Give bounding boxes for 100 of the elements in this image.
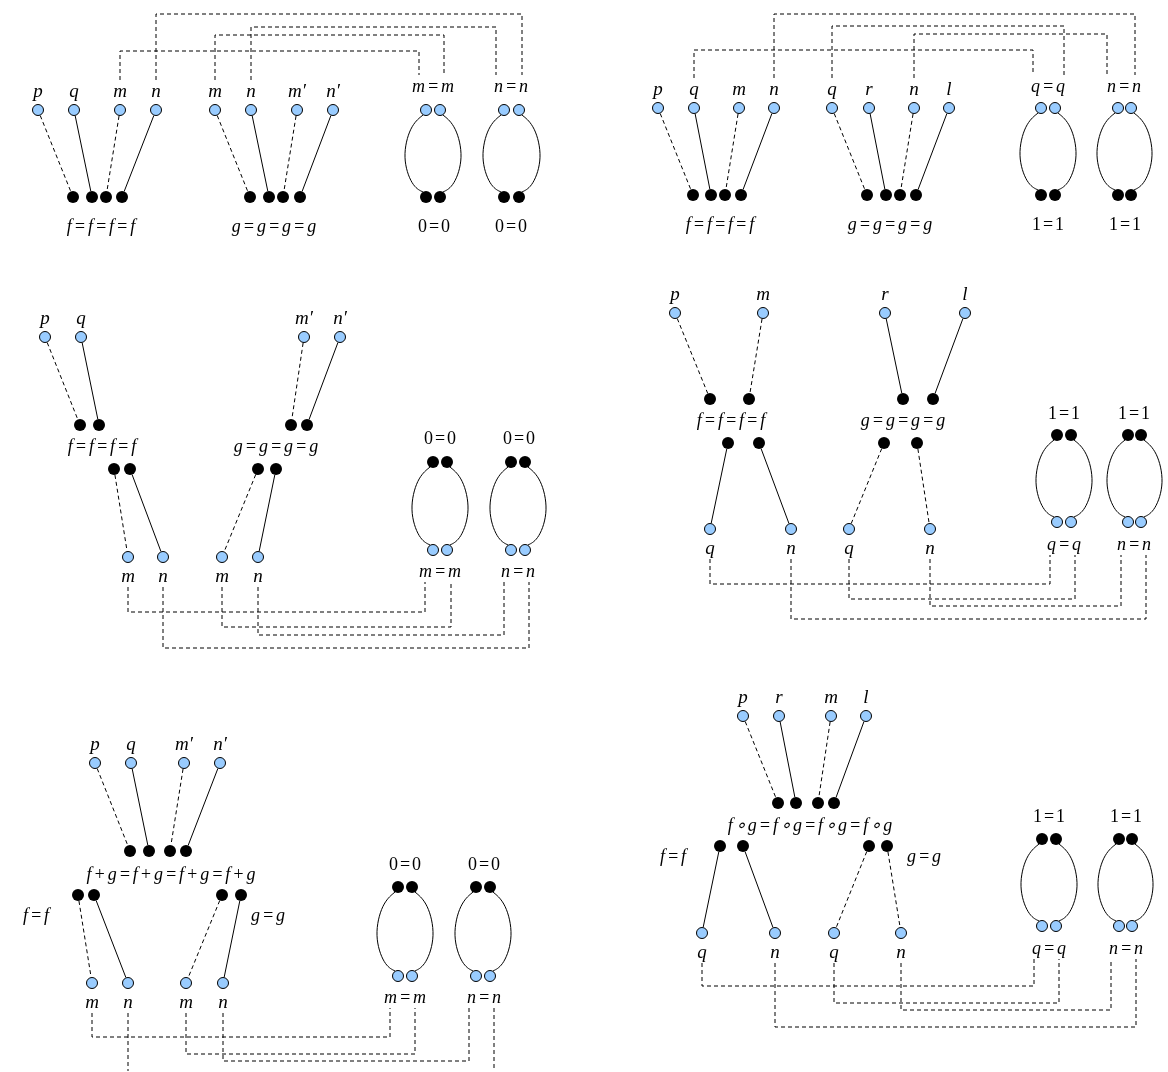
loop-line — [1020, 843, 1040, 922]
connector-line — [127, 581, 426, 613]
loop-line — [527, 466, 547, 546]
equation-label: n=n — [491, 75, 531, 97]
connector-line — [46, 342, 79, 420]
loop-line — [442, 114, 462, 193]
connector-line — [74, 115, 92, 192]
junction-dot — [74, 419, 86, 431]
junction-dot — [910, 189, 922, 201]
variable-label: q — [828, 941, 840, 963]
junction-dot — [1051, 429, 1063, 441]
port-circle — [1036, 920, 1048, 932]
loop-line — [1035, 439, 1055, 518]
connector-line — [308, 342, 339, 420]
junction-dot — [704, 393, 716, 405]
variable-label: r — [864, 78, 874, 100]
variable-label: n — [245, 80, 257, 102]
variable-label: p — [668, 283, 681, 305]
junction-dot — [252, 463, 264, 475]
port-circle — [1126, 920, 1138, 932]
junction-dot — [93, 419, 105, 431]
junction-dot — [124, 845, 136, 857]
junction-dot — [714, 840, 726, 852]
connector-line — [222, 1007, 470, 1062]
variable-label: m — [178, 991, 194, 1013]
connector-line — [283, 115, 297, 192]
junction-dot — [863, 840, 875, 852]
connector-line — [831, 25, 1065, 79]
variable-label: m — [731, 78, 747, 100]
loop-line — [482, 114, 502, 193]
connector-line — [258, 474, 276, 552]
variable-label: q — [704, 537, 716, 559]
variable-label: m′ — [174, 733, 194, 755]
junction-dot — [406, 881, 418, 893]
junction-dot — [277, 191, 289, 203]
variable-label: m — [755, 283, 771, 305]
variable-label: p — [38, 307, 51, 329]
variable-label: r — [774, 686, 784, 708]
equation-label: g=g=g=g — [230, 215, 319, 237]
variable-label: n — [768, 78, 780, 100]
variable-label: m — [214, 565, 230, 587]
variable-label: l — [862, 686, 870, 708]
variable-label: q — [125, 733, 137, 755]
variable-label: q — [843, 537, 855, 559]
connector-line — [185, 1007, 416, 1055]
connector-line — [81, 342, 99, 420]
variable-label: q — [826, 78, 838, 100]
port-circle — [1050, 920, 1062, 932]
variable-label: n — [217, 991, 229, 1013]
junction-dot — [861, 189, 873, 201]
port-circle — [1035, 102, 1047, 114]
junction-dot — [1125, 189, 1137, 201]
connector-line — [913, 33, 1108, 79]
variable-label: n — [122, 991, 134, 1013]
variable-label: n — [769, 941, 781, 963]
equation-label: q=q — [1044, 533, 1084, 555]
junction-dot — [88, 889, 100, 901]
equation-label: 1=1 — [1031, 805, 1068, 827]
loop-line — [1143, 439, 1163, 518]
connector-line — [162, 581, 530, 649]
equation-label: 0=0 — [422, 427, 459, 449]
variable-label: m — [84, 991, 100, 1013]
junction-dot — [470, 881, 482, 893]
connector-line — [744, 721, 777, 798]
junction-dot — [244, 191, 256, 203]
variable-label: r — [880, 283, 890, 305]
port-circle — [1113, 920, 1125, 932]
port-circle — [1125, 102, 1137, 114]
junction-dot — [743, 393, 755, 405]
port-circle — [1122, 516, 1134, 528]
equation-label: f=f — [21, 904, 52, 926]
connector-line — [833, 113, 866, 190]
variable-label: m — [120, 565, 136, 587]
junction-dot — [108, 463, 120, 475]
connector-line — [223, 900, 241, 978]
loop-line — [454, 891, 474, 972]
junction-dot — [164, 845, 176, 857]
port-circle — [406, 970, 418, 982]
loop-line — [449, 466, 469, 546]
port-circle — [1135, 516, 1147, 528]
junction-dot — [753, 437, 765, 449]
loop-line — [1073, 439, 1093, 518]
equation-label: m=m — [381, 986, 429, 1008]
loop-line — [1106, 439, 1126, 518]
junction-dot — [124, 463, 136, 475]
connector-line — [187, 768, 219, 846]
junction-dot — [1126, 833, 1138, 845]
connector-line — [251, 115, 269, 192]
variable-label: n — [157, 565, 169, 587]
junction-dot — [1122, 429, 1134, 441]
equation-label: g=g=g=g — [232, 435, 321, 457]
variable-label: m′ — [287, 80, 307, 102]
connector-line — [869, 113, 886, 190]
connector-line — [774, 958, 1137, 1028]
connector-line — [96, 768, 129, 846]
connector-line — [818, 721, 831, 798]
junction-dot — [301, 419, 313, 431]
loop-line — [1057, 112, 1077, 191]
junction-dot — [880, 189, 892, 201]
equation-label: 1=1 — [1107, 213, 1144, 235]
